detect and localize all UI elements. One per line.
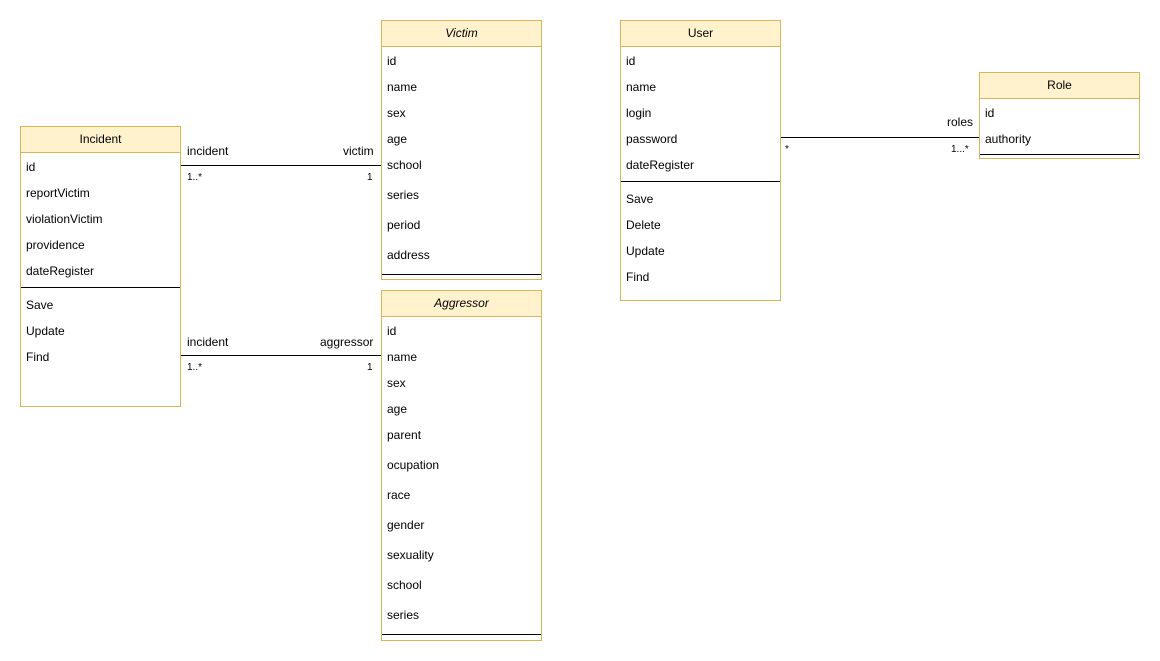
assoc-incident-aggressor-source-role: incident <box>187 335 229 349</box>
incident-separator <box>21 287 180 288</box>
assoc-incident-aggressor-target-role: aggressor <box>320 335 374 349</box>
incident-attr-violationvictim: violationVictim <box>26 212 103 226</box>
user-separator <box>621 181 780 182</box>
class-aggressor[interactable]: Aggressor id name sex age parent ocupati… <box>381 290 542 641</box>
victim-attr-school: school <box>387 158 422 172</box>
user-attr-login: login <box>626 106 652 120</box>
class-role[interactable]: Role id authority <box>979 72 1140 159</box>
class-victim[interactable]: Victim id name sex age school series per… <box>381 20 542 280</box>
assoc-incident-victim-source-role: incident <box>187 144 229 158</box>
class-aggressor-title: Aggressor <box>382 291 541 317</box>
user-method-delete: Delete <box>626 218 661 232</box>
user-method-find: Find <box>626 270 650 284</box>
role-attr-id: id <box>985 106 995 120</box>
class-victim-title: Victim <box>382 21 541 47</box>
victim-separator <box>382 274 541 275</box>
assoc-incident-victim-target-role: victim <box>343 144 374 158</box>
aggressor-attr-name: name <box>387 350 418 364</box>
incident-method-update: Update <box>26 324 65 338</box>
assoc-incident-victim-target-mult: 1 <box>367 172 373 183</box>
class-user[interactable]: User id name login password dateRegister… <box>620 20 781 301</box>
class-incident[interactable]: Incident id reportVictim violationVictim… <box>20 126 181 407</box>
aggressor-attr-school: school <box>387 578 422 592</box>
class-incident-title: Incident <box>21 127 180 153</box>
assoc-user-role-source-mult: * <box>785 144 789 155</box>
victim-attr-age: age <box>387 132 408 146</box>
aggressor-attr-parent: parent <box>387 428 422 442</box>
user-attr-dateregister: dateRegister <box>626 158 695 172</box>
assoc-incident-aggressor-source-mult: 1..* <box>187 362 203 373</box>
incident-attr-providence: providence <box>26 238 85 252</box>
aggressor-attr-sexuality: sexuality <box>387 548 434 562</box>
incident-attr-id: id <box>26 160 36 174</box>
role-separator <box>980 154 1139 155</box>
aggressor-attr-id: id <box>387 324 397 338</box>
class-role-title: Role <box>980 73 1139 99</box>
victim-attr-address: address <box>387 248 430 262</box>
aggressor-attr-race: race <box>387 488 411 502</box>
user-attr-id: id <box>626 54 636 68</box>
incident-method-find: Find <box>26 350 50 364</box>
incident-attr-dateregister: dateRegister <box>26 264 95 278</box>
class-user-title: User <box>621 21 780 47</box>
assoc-user-role-target-mult: 1...* <box>951 144 969 155</box>
user-method-save: Save <box>626 192 654 206</box>
user-method-update: Update <box>626 244 665 258</box>
user-attr-name: name <box>626 80 657 94</box>
aggressor-attr-series: series <box>387 608 420 622</box>
victim-attr-id: id <box>387 54 397 68</box>
aggressor-attr-ocupation: ocupation <box>387 458 440 472</box>
incident-method-save: Save <box>26 298 54 312</box>
assoc-incident-aggressor-target-mult: 1 <box>367 362 373 373</box>
aggressor-attr-age: age <box>387 402 408 416</box>
assoc-incident-victim-source-mult: 1..* <box>187 172 203 183</box>
victim-attr-period: period <box>387 218 421 232</box>
role-attr-authority: authority <box>985 132 1032 146</box>
assoc-user-role-target-role: roles <box>947 115 974 129</box>
user-attr-password: password <box>626 132 678 146</box>
victim-attr-name: name <box>387 80 418 94</box>
incident-attr-reportvictim: reportVictim <box>26 186 90 200</box>
aggressor-attr-gender: gender <box>387 518 425 532</box>
aggressor-attr-sex: sex <box>387 376 406 390</box>
victim-attr-series: series <box>387 188 420 202</box>
victim-attr-sex: sex <box>387 106 406 120</box>
aggressor-separator <box>382 634 541 635</box>
